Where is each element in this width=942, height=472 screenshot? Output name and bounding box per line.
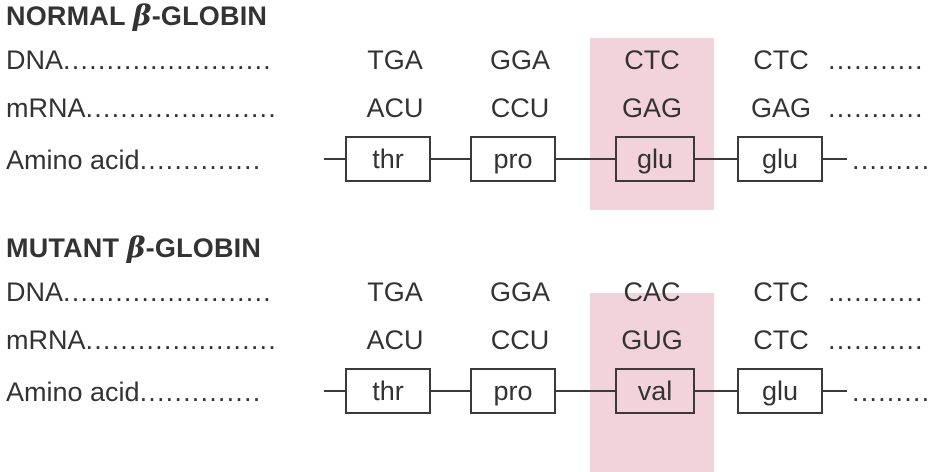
chain-connector-normal-1: [429, 158, 472, 160]
dot-tail-dna-mutant: ...........: [828, 276, 924, 307]
dot-tail-mrna-mutant: ...........: [828, 324, 924, 355]
amino-acid-box-normal-1: thr: [345, 136, 431, 182]
codon-dna-normal-2: GGA: [489, 44, 550, 75]
codon-mrna-normal-4: GAG: [750, 92, 811, 123]
row-label-dna-mutant-text: DNA: [6, 276, 64, 307]
dot-leader-dna-mutant: ........................: [63, 276, 272, 307]
codon-dna-normal-4: CTC: [753, 44, 809, 75]
dot-tail-amino-acid-normal: .........: [852, 144, 931, 175]
section-title-normal-prefix: NORMAL: [6, 1, 133, 31]
dot-tail-amino-acid-mutant: .........: [852, 376, 931, 407]
codon-mrna-normal-2: CCU: [490, 92, 550, 123]
amino-acid-box-normal-3-highlighted: glu: [615, 136, 695, 182]
codon-mrna-normal-3-highlighted: GAG: [621, 92, 682, 123]
section-mutant-beta-globin: MUTANT β-GLOBIN DNA.....................…: [0, 232, 942, 420]
row-label-amino-acid-mutant: Amino acid..............: [6, 364, 261, 420]
chain-connector-mutant-1: [429, 390, 472, 392]
codon-mrna-normal-1: ACU: [366, 92, 424, 123]
row-label-dna-mutant: DNA........................: [6, 268, 272, 316]
chain-connector-normal-4: [821, 158, 847, 160]
dot-leader-amino-acid-mutant: ..............: [139, 376, 262, 407]
section-title-mutant-prefix: MUTANT: [6, 233, 127, 263]
chain-connector-normal-2: [554, 158, 617, 160]
amino-acid-box-mutant-2: pro: [470, 368, 556, 414]
row-amino-acid-normal: Amino acid.............. thr pro glu glu…: [0, 132, 942, 188]
row-label-mrna-normal-text: mRNA: [6, 92, 86, 123]
codon-dna-mutant-3-highlighted: CAC: [623, 276, 681, 307]
row-label-dna-normal: DNA........................: [6, 36, 272, 84]
row-dna-normal: DNA........................ TGA GGA CTC …: [0, 36, 942, 84]
codon-mrna-mutant-2: CCU: [490, 324, 550, 355]
amino-acid-box-normal-4: glu: [737, 136, 823, 182]
codon-mrna-mutant-3-highlighted: GUG: [621, 324, 683, 355]
codon-dna-mutant-4: CTC: [753, 276, 809, 307]
row-label-mrna-normal: mRNA......................: [6, 84, 277, 132]
dot-leader-amino-acid-normal: ..............: [139, 144, 262, 175]
chain-connector-normal-0: [324, 158, 347, 160]
dot-leader-mrna-normal: ......................: [85, 92, 277, 123]
row-label-amino-acid-normal: Amino acid..............: [6, 132, 261, 188]
beta-symbol-mutant: β: [126, 231, 146, 264]
codon-dna-mutant-1: TGA: [367, 276, 423, 307]
section-title-normal: NORMAL β-GLOBIN: [0, 0, 942, 36]
chain-connector-mutant-2: [554, 390, 617, 392]
section-title-normal-suffix: -GLOBIN: [151, 1, 268, 31]
dot-leader-dna-normal: ........................: [63, 44, 272, 75]
row-label-mrna-mutant-text: mRNA: [6, 324, 86, 355]
chain-connector-mutant-0: [324, 390, 347, 392]
row-label-mrna-mutant: mRNA......................: [6, 316, 277, 364]
amino-acid-box-normal-2: pro: [470, 136, 556, 182]
chain-connector-mutant-3: [693, 390, 739, 392]
chain-connector-normal-3: [693, 158, 739, 160]
codon-dna-normal-3-highlighted: CTC: [624, 44, 680, 75]
codon-mrna-mutant-1: ACU: [366, 324, 424, 355]
dot-tail-mrna-normal: ...........: [828, 92, 924, 123]
row-mrna-mutant: mRNA...................... ACU CCU GUG C…: [0, 316, 942, 364]
peptide-chain-normal: thr pro glu glu .........: [0, 132, 942, 188]
amino-acid-box-mutant-1: thr: [345, 368, 431, 414]
row-label-dna-normal-text: DNA: [6, 44, 64, 75]
codon-dna-mutant-2: GGA: [489, 276, 550, 307]
amino-acid-box-mutant-3-highlighted: val: [615, 368, 695, 414]
dot-leader-mrna-mutant: ......................: [85, 324, 277, 355]
row-label-amino-acid-normal-text: Amino acid: [6, 144, 140, 175]
row-mrna-normal: mRNA...................... ACU CCU GAG G…: [0, 84, 942, 132]
codon-dna-normal-1: TGA: [367, 44, 423, 75]
chain-connector-mutant-4: [821, 390, 847, 392]
beta-symbol-normal: β: [132, 0, 152, 32]
amino-acid-box-mutant-4: glu: [737, 368, 823, 414]
row-amino-acid-mutant: Amino acid.............. thr pro val glu…: [0, 364, 942, 420]
peptide-chain-mutant: thr pro val glu .........: [0, 364, 942, 420]
section-title-mutant-suffix: -GLOBIN: [145, 233, 262, 263]
section-title-mutant: MUTANT β-GLOBIN: [0, 232, 942, 268]
row-label-amino-acid-mutant-text: Amino acid: [6, 376, 140, 407]
row-dna-mutant: DNA........................ TGA GGA CAC …: [0, 268, 942, 316]
codon-mrna-mutant-4: CTC: [753, 324, 809, 355]
dot-tail-dna-normal: ...........: [828, 44, 924, 75]
section-normal-beta-globin: NORMAL β-GLOBIN DNA.....................…: [0, 0, 942, 188]
